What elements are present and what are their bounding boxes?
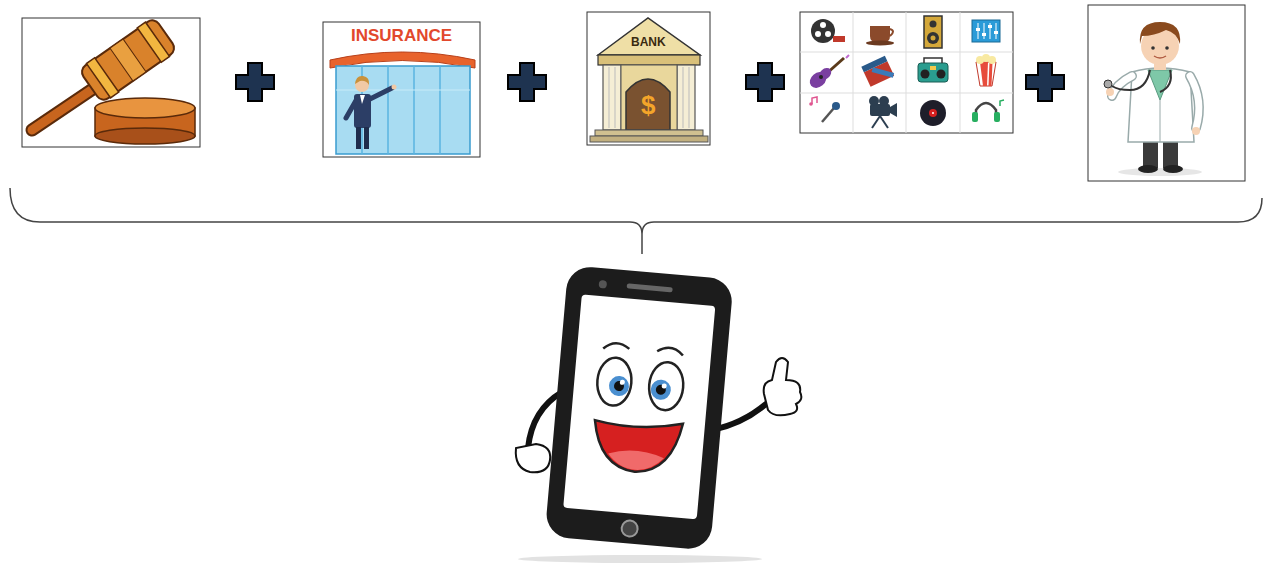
sign-text: BANK (631, 36, 666, 48)
media-grid (800, 12, 1013, 133)
brace-bracket (10, 188, 1262, 254)
bank-icon (587, 12, 710, 145)
gavel-icon (22, 16, 200, 147)
insurance-icon (323, 22, 480, 157)
phone-mascot (516, 265, 802, 563)
currency-symbol: $ (641, 92, 655, 118)
doctor-icon (1088, 5, 1245, 181)
sign-text: INSURANCE (351, 27, 452, 44)
